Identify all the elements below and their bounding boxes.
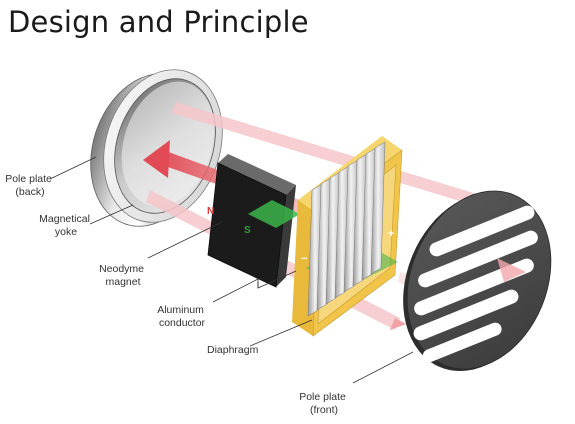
negative-terminal: −	[301, 253, 307, 265]
label-pole-plate-back: Pole plate (back)	[5, 173, 55, 198]
aluminum-conductor	[307, 141, 386, 317]
label-aluminum-conductor: Aluminum conductor	[157, 304, 207, 329]
front-plate-slot	[418, 230, 538, 288]
front-plate-slot	[429, 205, 535, 257]
label-diaphragm: Diaphragm	[207, 344, 259, 356]
front-plate-slot	[413, 289, 519, 341]
page-title: Design and Principle	[8, 5, 309, 39]
label-neodyme-magnet: Neodyme magnet	[99, 263, 147, 288]
red-field-arrow-exit	[497, 258, 526, 282]
front-plate-slot	[422, 322, 502, 363]
leader-lines	[49, 156, 414, 384]
label-pole-plate-front: Pole plate (front)	[299, 391, 349, 416]
green-field-plane	[248, 200, 300, 228]
south-pole-label: S	[244, 225, 251, 236]
positive-terminal: +	[388, 228, 394, 240]
pole-plate-front	[403, 190, 552, 372]
label-magnetical-yoke: Magnetical yoke	[39, 213, 93, 238]
north-pole-label: N	[207, 206, 214, 217]
